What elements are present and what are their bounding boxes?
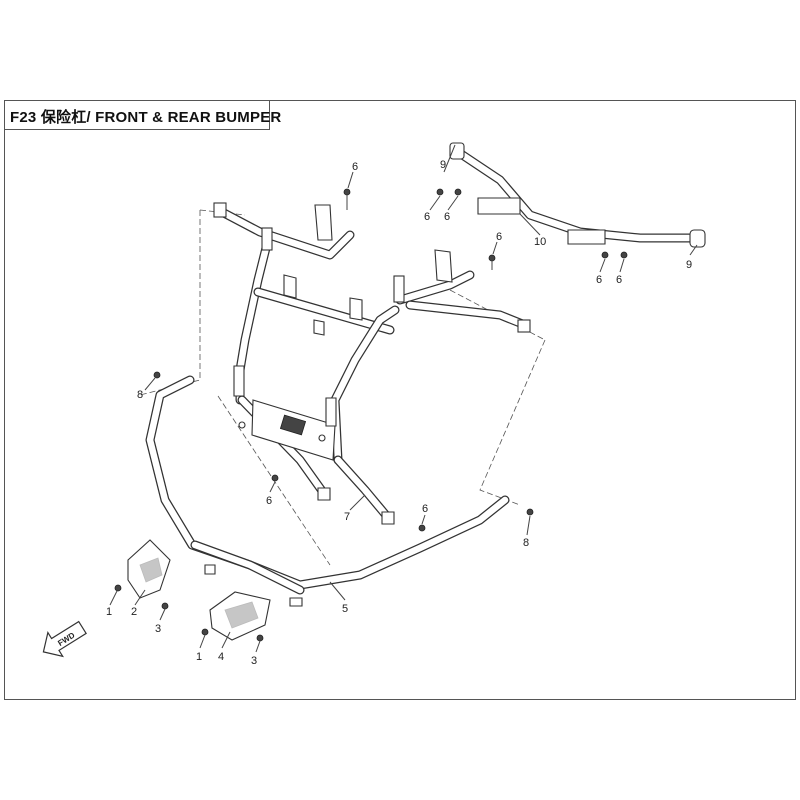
front-frame-assembly (213, 202, 531, 525)
callout-8: 8 (137, 389, 143, 401)
callout-4: 4 (218, 651, 224, 663)
diagram-frame (4, 100, 796, 700)
front-bumper (145, 375, 510, 607)
callout-6: 6 (596, 274, 602, 286)
callout-3: 3 (155, 623, 161, 635)
title-box (4, 100, 270, 130)
page-title: F23 保险杠/ FRONT & REAR BUMPER (10, 109, 282, 126)
callout-6: 6 (496, 231, 502, 243)
callout-6: 6 (444, 211, 450, 223)
callout-9: 9 (686, 259, 692, 271)
callout-6: 6 (266, 495, 272, 507)
leader-lines (109, 144, 698, 653)
callout-6: 6 (424, 211, 430, 223)
bolts (114, 188, 628, 642)
guard-plates (127, 539, 271, 641)
callout-2: 2 (131, 606, 137, 618)
forward-direction-arrow: FWD (42, 620, 87, 658)
callout-10: 10 (534, 236, 546, 248)
callout-8: 8 (523, 537, 529, 549)
callout-3: 3 (251, 655, 257, 667)
callout-1: 1 (196, 651, 202, 663)
rear-bumper-bar (449, 142, 706, 248)
callout-6: 6 (616, 274, 622, 286)
callout-5: 5 (342, 603, 348, 615)
callout-7: 7 (344, 511, 350, 523)
callout-1: 1 (106, 606, 112, 618)
callout-labels: 6 6 9 6 6 10 6 6 9 8 6 7 6 8 5 1 2 3 1 4… (106, 159, 692, 667)
callout-6: 6 (422, 503, 428, 515)
callout-6: 6 (352, 161, 358, 173)
callout-9: 9 (440, 159, 446, 171)
